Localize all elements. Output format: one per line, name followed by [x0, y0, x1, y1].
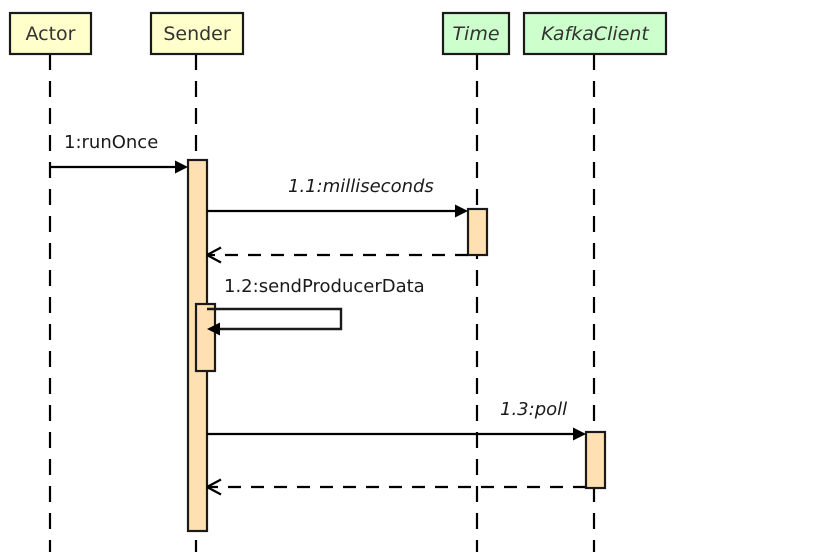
message-1-1: 1.1:milliseconds	[207, 176, 468, 218]
participant-box[interactable]	[522, 11, 668, 56]
participant-sender[interactable]: Sender	[149, 11, 245, 56]
arrowhead-open-icon	[206, 246, 222, 264]
message-1-3: 1.3:poll	[207, 399, 586, 441]
message-label-1-1: 1.1:milliseconds	[288, 176, 434, 197]
message-label-1-3: 1.3:poll	[500, 399, 567, 420]
arrowhead-open-icon	[206, 478, 222, 496]
activations-group	[186, 158, 607, 533]
participants-group: Actor Sender Time KafkaClient	[8, 11, 668, 56]
participant-actor[interactable]: Actor	[8, 11, 93, 56]
selfcall-path	[207, 307, 343, 331]
participant-label: KafkaClient	[541, 23, 650, 45]
participant-label: Sender	[163, 23, 231, 45]
kafkaclient-activation	[584, 430, 607, 490]
participant-box[interactable]	[149, 11, 245, 56]
time-activation	[466, 207, 489, 257]
lifelines-group	[48, 54, 596, 552]
message-label-1: 1:runOnce	[64, 132, 158, 153]
participant-label: Time	[452, 23, 499, 45]
message-1-3r	[206, 478, 586, 496]
message-1-1r	[206, 246, 468, 264]
messages-group: 1:runOnce 1.1:milliseconds 1.2:sendProduce…	[50, 132, 586, 496]
arrowhead-filled-icon	[207, 322, 220, 336]
participant-kafkaclient[interactable]: KafkaClient	[522, 11, 668, 56]
participant-time[interactable]: Time	[441, 11, 511, 56]
participant-label: Actor	[26, 23, 76, 45]
message-label-1-2: 1.2:sendProducerData	[224, 276, 425, 297]
arrowhead-filled-icon	[573, 427, 586, 441]
arrowhead-filled-icon	[175, 160, 188, 174]
message-1: 1:runOnce	[50, 132, 188, 174]
participant-box[interactable]	[8, 11, 93, 56]
participant-box[interactable]	[441, 11, 511, 56]
sender-nested-activation	[194, 302, 217, 373]
arrowhead-filled-icon	[455, 204, 468, 218]
message-1-2: 1.2:sendProducerData	[207, 276, 425, 336]
